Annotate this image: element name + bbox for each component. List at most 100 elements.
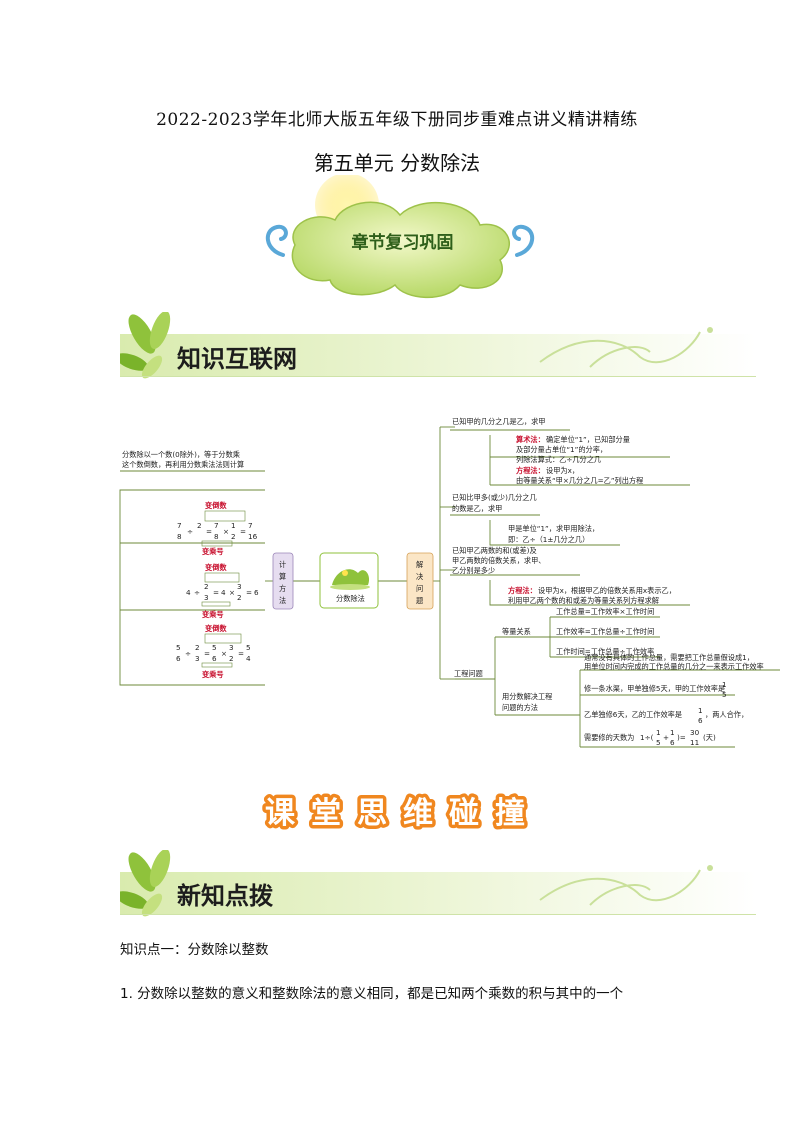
svg-text:算术法：: 算术法： [515,435,545,444]
classroom-thinking-title: 课课堂堂思思维维碰碰撞撞 [262,793,529,835]
svg-text:1: 1 [670,728,675,737]
svg-text:乙单独修6天，乙的工作效率是: 乙单独修6天，乙的工作效率是 [584,710,682,719]
leaf-icon [141,355,163,379]
svg-text:7: 7 [248,521,253,530]
svg-text:2: 2 [197,521,202,530]
svg-text:方程法：: 方程法： [508,586,537,595]
clash-char-outline: 堂 [311,796,341,831]
leaf-icon [149,312,171,349]
equation-3: 5 6 ÷ 2 3 = 5 6 × 3 2 = 5 4 [176,643,251,663]
svg-text:即：乙÷（1±几分之几）: 即：乙÷（1±几分之几） [508,535,589,544]
svg-text:5: 5 [656,738,661,747]
svg-text:用分数解决工程: 用分数解决工程 [502,692,552,701]
change-divisor-label-2: 变倒数 [205,563,227,572]
change-multiply-label: 变乘号 [202,547,224,556]
svg-text:5: 5 [722,690,727,699]
svg-text:=: = [238,649,244,658]
problem-2-title: 已知比甲多(或少)几分之几 [452,493,537,502]
svg-text:4: 4 [186,588,191,597]
svg-text:30: 30 [690,728,700,737]
change-divisor-label: 变倒数 [205,501,227,510]
svg-text:×: × [223,527,229,536]
clash-char: 思 [357,796,387,831]
review-badge-text: 章节复习巩固 [351,233,454,253]
svg-text:6: 6 [670,738,675,747]
clash-char-outline: 思 [357,796,387,831]
leaf-icon [149,850,171,887]
cloud-shape [291,201,511,299]
svg-text:6: 6 [254,588,259,597]
mind-map-diagram: 分数除以一个数(0除外)，等于分数乘 这个数倒数，再利用分数乘法法则计算 变倒数… [119,417,780,748]
problem-solving-node [406,552,434,610]
equal-relation-label: 等量关系 [502,627,531,636]
svg-text:2: 2 [229,654,234,663]
svg-text:÷: ÷ [185,649,191,658]
problem-1-title: 已知甲的几分之几是乙，求甲 [452,417,545,426]
change-multiply-label-2: 变乘号 [202,610,224,619]
svg-text:4: 4 [221,588,226,597]
change-multiply-label-3: 变乘号 [202,670,224,679]
svg-text:工作效率=工作总量÷工作时间: 工作效率=工作总量÷工作时间 [556,627,654,636]
svg-text:=: = [206,527,212,536]
clash-char: 碰 [449,796,479,831]
problem-3-title: 已知甲乙两数的和(或差)及 [452,546,537,555]
knowledge-point-label: 知识点一：分数除以整数 [120,942,269,958]
svg-text:由等量关系“甲×几分之几=乙”列出方程: 由等量关系“甲×几分之几=乙”列出方程 [516,476,643,485]
svg-text:利用甲乙两个数的和或差为等量关系列方程求解: 利用甲乙两个数的和或差为等量关系列方程求解 [508,596,659,605]
svg-text:=: = [213,588,219,597]
rule-text-1: 分数除以一个数(0除外)，等于分数乘 [122,450,240,459]
svg-text:甲是单位“1”，求甲用除法，: 甲是单位“1”，求甲用除法， [508,524,599,533]
svg-text:=: = [240,527,246,536]
svg-text:计: 计 [279,560,286,569]
review-badge-graphic [266,175,534,299]
svg-text:5: 5 [212,643,217,652]
svg-text:8: 8 [214,532,219,541]
svg-text:用单位时间内完成的工作总量的几分之一来表示工作效率: 用单位时间内完成的工作总量的几分之一来表示工作效率 [584,662,764,671]
clash-char-outline: 课 [265,796,296,831]
svg-text:6: 6 [176,654,181,663]
clash-char-outline: 维 [403,796,433,831]
svg-text:方: 方 [279,584,286,593]
svg-text:×: × [229,588,235,597]
svg-text:÷: ÷ [194,588,200,597]
svg-text:5: 5 [176,643,181,652]
new-knowledge-title: 新知点拨 [177,882,273,910]
svg-text:7: 7 [177,521,182,530]
svg-text:解: 解 [416,560,423,569]
svg-text:1÷(: 1÷( [640,733,654,742]
svg-text:4: 4 [246,654,251,663]
left-swirl-shape [266,224,288,257]
svg-text:决: 决 [416,572,423,581]
center-node-label: 分数除法 [336,594,365,603]
svg-text:工作总量=工作效率×工作时间: 工作总量=工作效率×工作时间 [556,607,654,616]
svg-text:2: 2 [204,582,209,591]
svg-text:设甲为x，根据甲乙的倍数关系用x表示乙，: 设甲为x，根据甲乙的倍数关系用x表示乙， [538,586,676,595]
clash-char: 维 [403,796,433,831]
svg-text:÷: ÷ [187,527,193,536]
svg-text:2: 2 [195,643,200,652]
svg-text:(天): (天) [703,733,716,742]
svg-text:×: × [221,649,227,658]
clash-char: 课 [265,796,296,831]
work-problem-label: 工程问题 [454,669,483,678]
svg-text:的数是乙，求甲: 的数是乙，求甲 [452,504,502,513]
svg-text:16: 16 [248,532,258,541]
svg-text:工作时间=工作总量÷工作效率: 工作时间=工作总量÷工作效率 [556,647,654,656]
svg-text:方程法：: 方程法： [516,466,545,475]
vine-ornament-icon [539,869,701,906]
equation-2: 4 ÷ 2 3 = 4 × 3 2 = 6 [186,582,259,602]
svg-text:修一条水渠，甲单独修5天，甲的工作效率是: 修一条水渠，甲单独修5天，甲的工作效率是 [584,684,725,693]
svg-text:1: 1 [722,680,727,689]
svg-text:列除法算式：乙÷几分之几: 列除法算式：乙÷几分之几 [516,455,601,464]
svg-text:，两人合作，: ，两人合作， [705,710,748,719]
knowledge-network-banner [120,312,756,379]
svg-text:6: 6 [698,716,703,725]
svg-text:3: 3 [204,593,209,602]
svg-text:算: 算 [279,572,286,581]
svg-text:2: 2 [231,532,236,541]
clash-char: 撞 [495,796,525,831]
svg-text:2: 2 [237,593,242,602]
leaf-icon [128,314,156,354]
svg-text:通常没有具体的工作总量，需要把工作总量假设成1，: 通常没有具体的工作总量，需要把工作总量假设成1， [584,653,754,662]
svg-text:设甲为x，: 设甲为x， [546,466,579,475]
